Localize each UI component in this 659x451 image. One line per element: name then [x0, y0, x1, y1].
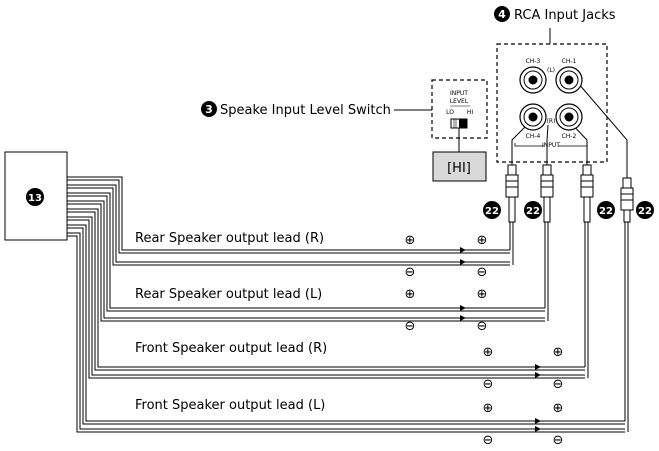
lead-label-front-l: Front Speaker output lead (L) [135, 398, 325, 413]
jack-ch4 [519, 103, 547, 131]
switch-labels: INPUT LEVEL LO HI [446, 90, 473, 116]
plug-number: 22 [638, 206, 652, 217]
connection-arrows [425, 247, 541, 432]
plus-symbol: ⊕ [477, 233, 488, 248]
rca-jacks-callout: 4 RCA Input Jacks [494, 6, 616, 23]
unit-number-badge: 13 [26, 188, 44, 206]
plug-number: 22 [526, 206, 540, 217]
plug-number: 22 [485, 206, 499, 217]
minus-symbol: ⊖ [553, 433, 564, 448]
lead-label-rear-l: Rear Speaker output lead (L) [135, 287, 322, 302]
jack-ch1 [555, 66, 583, 94]
plus-symbol: ⊕ [405, 287, 416, 302]
jack-ch3 [519, 66, 547, 94]
switch-title-2: LEVEL [450, 98, 469, 105]
plug-number-badges: 22 22 22 22 [483, 201, 654, 219]
rca-jacks-number: 4 [498, 8, 506, 21]
right-mark: (R) [547, 118, 556, 125]
lead-label-front-r: Front Speaker output lead (R) [135, 341, 327, 356]
input-bracket [514, 143, 588, 147]
switch-callout: 3 Speake Input Level Switch [201, 101, 391, 118]
minus-symbol: ⊖ [553, 377, 564, 392]
plus-symbol: ⊕ [483, 401, 494, 416]
ch3-label: CH-3 [526, 58, 541, 65]
switch-lo: LO [446, 109, 454, 116]
minus-symbol: ⊖ [483, 377, 494, 392]
rca-plug [505, 164, 519, 223]
plug-number: 22 [599, 206, 613, 217]
ch2-label: CH-2 [562, 133, 577, 140]
switch-hi: HI [467, 109, 474, 116]
lead-label-rear-r: Rear Speaker output lead (R) [135, 231, 324, 246]
rca-plug [620, 177, 634, 223]
rca-plug [580, 164, 594, 223]
rca-jacks [519, 66, 583, 131]
plug-wires [509, 222, 629, 432]
plus-symbol: ⊕ [553, 345, 564, 360]
polarity-symbols: ⊕ ⊕ ⊖ ⊖ ⊕ ⊕ ⊖ ⊖ ⊕ ⊕ ⊖ ⊖ ⊕ ⊕ ⊖ ⊖ [405, 233, 564, 448]
lead-bundle [67, 176, 625, 433]
switch-number: 3 [205, 103, 213, 116]
ch1-label: CH-1 [562, 58, 577, 65]
ch4-label: CH-4 [526, 133, 541, 140]
minus-symbol: ⊖ [483, 433, 494, 448]
rca-jacks-panel [496, 43, 608, 163]
minus-symbol: ⊖ [405, 319, 416, 334]
minus-symbol: ⊖ [405, 265, 416, 280]
plus-symbol: ⊕ [553, 401, 564, 416]
level-switch [450, 118, 468, 129]
minus-symbol: ⊖ [477, 319, 488, 334]
jack-ch2 [555, 103, 583, 131]
switch-callout-label: Speake Input Level Switch [220, 103, 391, 118]
rca-plugs [505, 164, 634, 223]
switch-setting-value: [HI] [447, 161, 471, 176]
unit-number: 13 [28, 193, 42, 204]
rca-plug [540, 164, 554, 223]
switch-setting-box [432, 151, 487, 182]
plus-symbol: ⊕ [405, 233, 416, 248]
left-mark: (L) [547, 67, 555, 74]
rca-jacks-label: RCA Input Jacks [514, 8, 616, 23]
input-label: INPUT [542, 142, 560, 149]
jack-labels: CH-3 CH-1 CH-4 CH-2 (L) (R) INPUT [526, 58, 577, 149]
minus-symbol: ⊖ [477, 265, 488, 280]
plus-symbol: ⊕ [477, 287, 488, 302]
plus-symbol: ⊕ [483, 345, 494, 360]
switch-title-1: INPUT [450, 90, 468, 97]
